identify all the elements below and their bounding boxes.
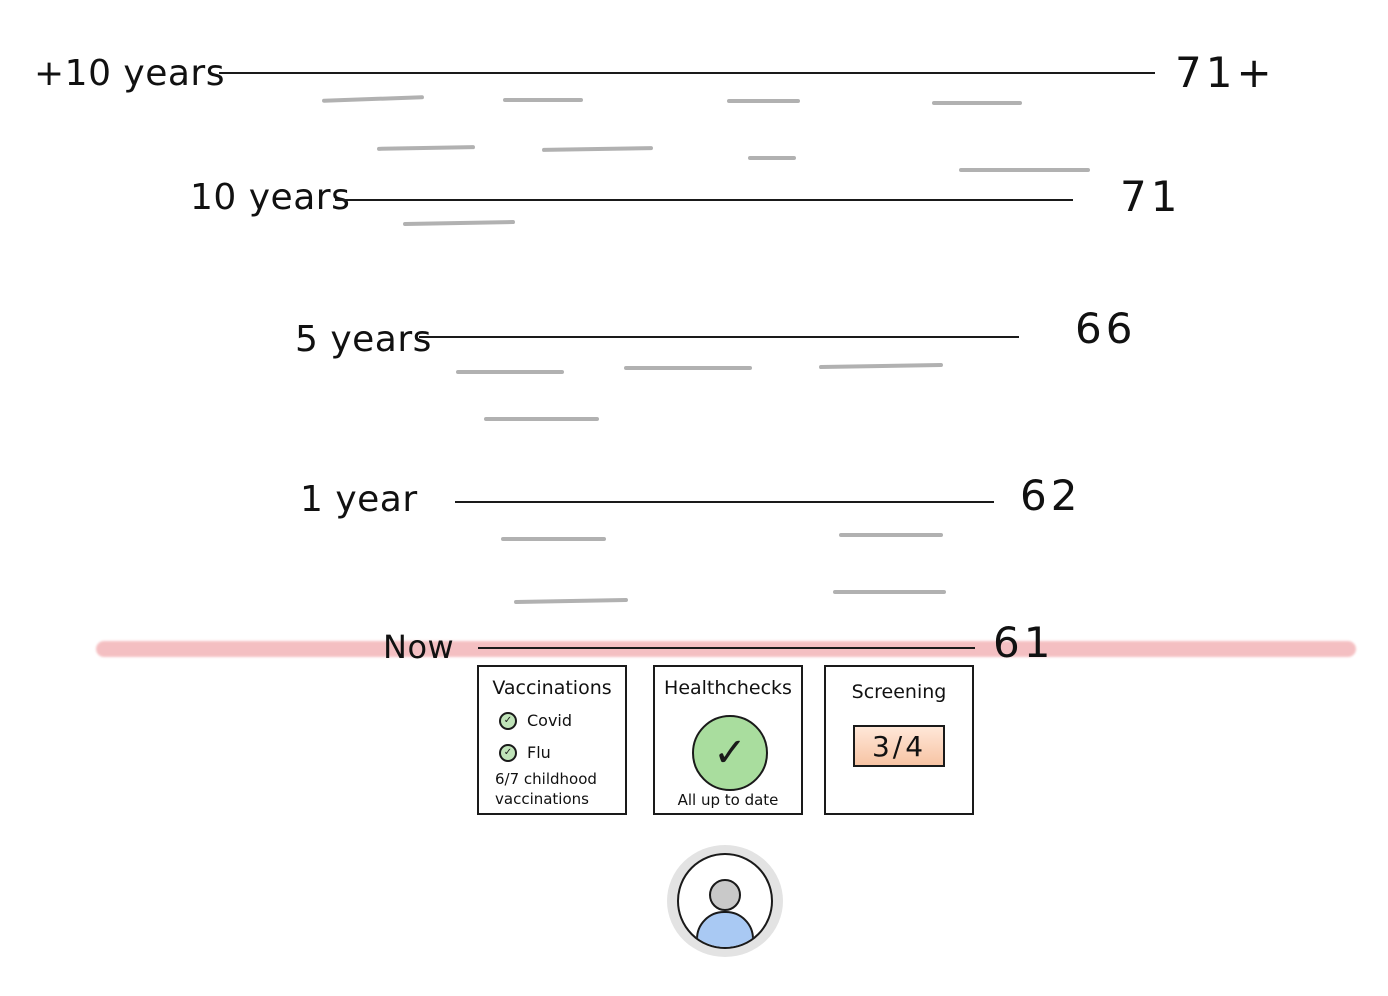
vaccination-label: Covid (527, 711, 573, 730)
placeholder-squiggle (402, 220, 516, 226)
timeline-age: 71 (1120, 172, 1182, 221)
placeholder-squiggle (833, 590, 946, 594)
placeholder-squiggle (513, 598, 629, 604)
vaccination-item: ✓ Covid (499, 711, 572, 730)
placeholder-squiggle (503, 98, 583, 102)
timeline-label: 1 year (300, 479, 418, 520)
now-highlight (96, 641, 1356, 657)
avatar-head (709, 879, 741, 911)
placeholder-squiggle (624, 366, 752, 370)
screening-progress: 3/4 (853, 725, 945, 767)
timeline-label: +10 years (34, 53, 225, 94)
card-title: Vaccinations (492, 677, 612, 699)
placeholder-squiggle (727, 99, 800, 103)
user-avatar-icon (677, 853, 773, 949)
timeline-line (478, 647, 975, 649)
check-circle-icon: ✓ (692, 715, 768, 791)
timeline-age: 61 (993, 618, 1055, 667)
check-icon: ✓ (499, 711, 517, 730)
healthchecks-card[interactable]: Healthchecks ✓ All up to date (653, 665, 803, 815)
timeline-label: 5 years (295, 319, 432, 360)
timeline-line (219, 72, 1155, 74)
placeholder-squiggle (541, 146, 654, 152)
placeholder-squiggle (321, 95, 425, 103)
placeholder-squiggle (839, 533, 943, 537)
placeholder-squiggle (748, 156, 796, 160)
timeline-label: 10 years (190, 177, 351, 218)
vaccinations-card[interactable]: Vaccinations ✓ Covid ✓ Flu 6/7 childhood… (477, 665, 627, 815)
user-avatar-button[interactable] (667, 845, 783, 957)
vaccination-label: Flu (527, 743, 551, 762)
card-title: Healthchecks (664, 677, 792, 699)
placeholder-squiggle (456, 370, 564, 374)
placeholder-squiggle (932, 101, 1022, 105)
timeline-age: 62 (1020, 471, 1082, 520)
card-title: Screening (851, 681, 947, 703)
placeholder-squiggle (959, 168, 1090, 172)
placeholder-squiggle (501, 537, 606, 541)
placeholder-squiggle (818, 362, 944, 370)
timeline-age: 66 (1075, 304, 1137, 353)
screening-card[interactable]: Screening 3/4 (824, 665, 974, 815)
vaccination-item: ✓ Flu (499, 743, 551, 762)
timeline-line (419, 336, 1019, 338)
avatar-body (696, 911, 754, 947)
timeline-line (335, 199, 1073, 201)
check-icon: ✓ (499, 743, 517, 762)
timeline-line (455, 501, 994, 503)
placeholder-squiggle (376, 145, 476, 151)
timeline-age: 71+ (1175, 48, 1276, 97)
vaccination-note: 6/7 childhood vaccinations (495, 770, 597, 808)
timeline-label: Now (383, 628, 455, 666)
healthchecks-status: All up to date (677, 791, 779, 809)
placeholder-squiggle (484, 417, 599, 421)
